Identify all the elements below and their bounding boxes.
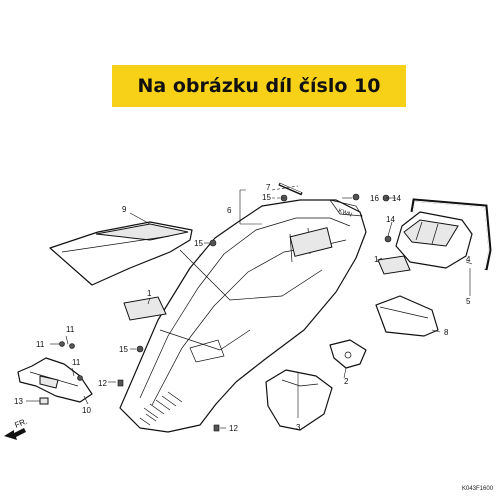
callout-10: 10	[82, 406, 91, 415]
callout-14b: 14	[386, 215, 395, 224]
banner-text: Na obrázku díl číslo 10	[137, 75, 381, 97]
part-rear-handle[interactable]	[410, 198, 492, 271]
callout-2: 2	[344, 377, 349, 386]
part-plate-right[interactable]	[377, 255, 411, 275]
callout-16: 16	[370, 194, 379, 203]
callout-15b: 15	[194, 239, 203, 248]
vent-grille	[139, 391, 183, 426]
callout-1b: 1	[374, 255, 379, 264]
callout-labels: 9 6 7 15 16 15 1 15 12 12 2 3 8 4 5 1 14…	[14, 183, 471, 433]
callout-11a: 11	[66, 325, 75, 334]
callout-7: 7	[266, 183, 271, 192]
part-bracket[interactable]	[329, 339, 367, 369]
title-banner: Na obrázku díl číslo 10	[112, 65, 406, 107]
callout-11b: 11	[36, 340, 45, 349]
callout-12a: 12	[98, 379, 107, 388]
callout-15a: 15	[262, 193, 271, 202]
part-plate-left[interactable]	[123, 296, 167, 321]
callout-13: 13	[14, 397, 23, 406]
callout-6: 6	[227, 206, 232, 215]
front-direction-arrow: FR.	[4, 417, 29, 440]
callout-4: 4	[466, 255, 471, 264]
callout-1a: 1	[147, 289, 152, 298]
fastener-bolts	[39, 193, 392, 432]
svg-text:KWN: KWN	[337, 208, 352, 218]
callout-9: 9	[122, 205, 127, 214]
part-cover-panel[interactable]	[49, 221, 193, 286]
callout-8: 8	[444, 328, 449, 337]
part-rear-box[interactable]	[395, 211, 473, 269]
callout-15c: 15	[119, 345, 128, 354]
callout-3: 3	[296, 423, 301, 432]
part-luggage-box[interactable]: KWN	[119, 199, 367, 433]
callout-5: 5	[466, 297, 471, 306]
part-side-panel[interactable]	[375, 295, 439, 337]
callout-11c: 11	[72, 358, 81, 367]
callout-12b: 12	[229, 424, 238, 433]
diagram-code: K043F1600	[462, 486, 494, 492]
callout-14a: 14	[392, 194, 401, 203]
part-rod[interactable]	[278, 182, 303, 196]
part-mudguard[interactable]	[265, 369, 333, 431]
direction-label: FR.	[13, 417, 28, 430]
part-lower-bracket[interactable]	[17, 357, 93, 403]
callout-leaders	[26, 185, 473, 429]
